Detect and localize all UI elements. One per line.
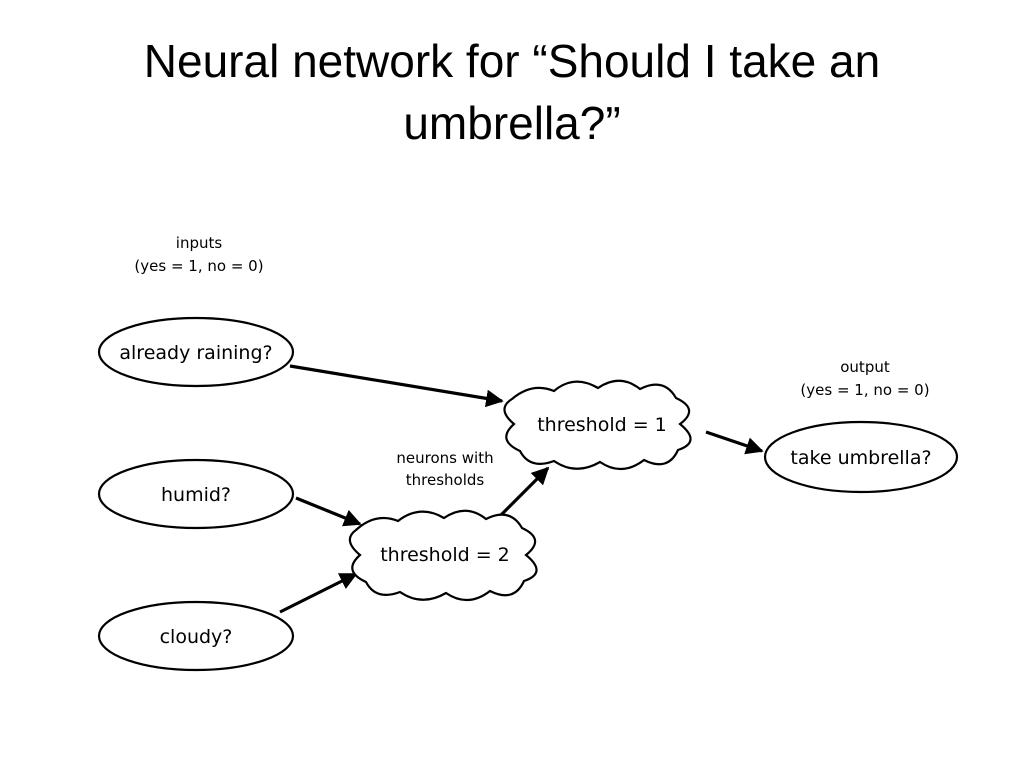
edge-threshold-1-to-take-umbrella: [705, 430, 764, 455]
input-ellipse: [97, 600, 295, 672]
output-annotation: output (yes = 1, no = 0): [800, 358, 929, 399]
title-line-2: umbrella?”: [403, 97, 621, 149]
node-label: cloudy?: [160, 626, 233, 648]
inputs-heading: inputs: [176, 234, 223, 252]
neuron-threshold-1: threshold = 1: [503, 379, 692, 471]
node-label: already raining?: [119, 342, 272, 364]
node-label: threshold = 2: [380, 544, 510, 566]
neurons-annotation: neurons with thresholds: [396, 449, 493, 489]
input-node-cloudy: cloudy?: [97, 600, 295, 672]
inputs-legend: (yes = 1, no = 0): [134, 257, 263, 275]
neuron-cloud-shape: [348, 509, 538, 602]
neuron-threshold-2: threshold = 2: [348, 509, 538, 602]
output-legend: (yes = 1, no = 0): [800, 381, 929, 399]
edge-cloudy-to-threshold-2: [279, 572, 358, 614]
slide-title: Neural network for “Should I take an umb…: [60, 30, 964, 154]
edges: [279, 364, 764, 614]
output-heading: output: [840, 358, 890, 376]
neurons-label-line-2: thresholds: [406, 471, 485, 489]
node-label: take umbrella?: [790, 447, 931, 469]
input-ellipse: [97, 316, 295, 388]
input-node-humid: humid?: [97, 458, 295, 530]
node-label: humid?: [161, 484, 231, 506]
output-node-take-umbrella: take umbrella?: [763, 420, 959, 494]
output-ellipse: [763, 420, 959, 494]
input-node-already-raining: already raining?: [97, 316, 295, 388]
title-line-1: Neural network for “Should I take an: [143, 35, 881, 87]
neuron-cloud-shape: [503, 379, 692, 471]
edge-humid-to-threshold-2: [295, 496, 362, 527]
edge-already-raining-to-threshold-1: [289, 364, 504, 408]
inputs-annotation: inputs (yes = 1, no = 0): [134, 234, 263, 275]
edge-threshold-2-to-threshold-1: [492, 466, 550, 524]
neurons-label-line-1: neurons with: [396, 449, 493, 467]
node-label: threshold = 1: [537, 414, 667, 436]
input-ellipse: [97, 458, 295, 530]
